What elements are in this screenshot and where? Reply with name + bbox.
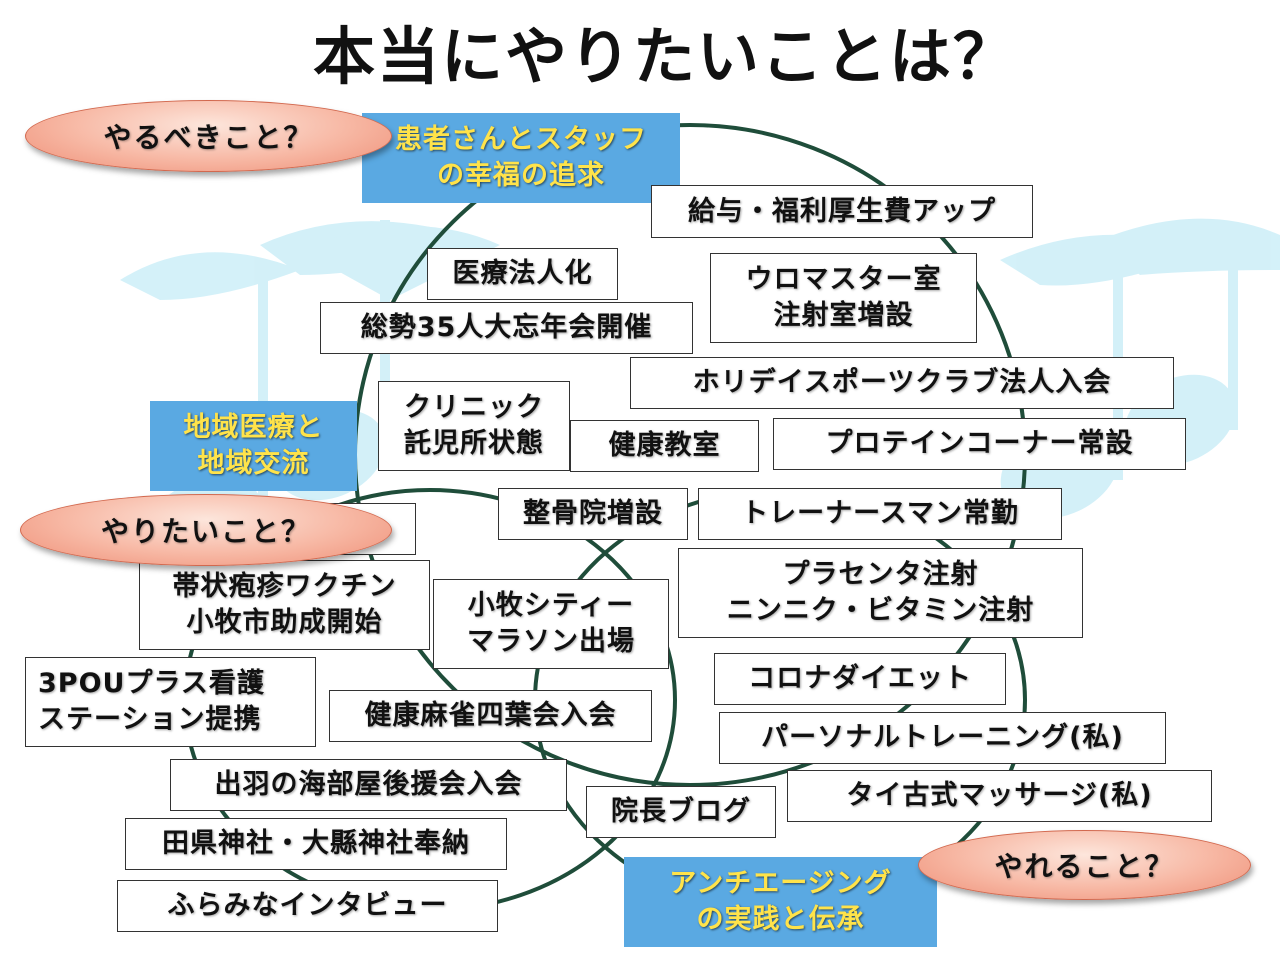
item-nursery: クリニック 託児所状態 <box>378 381 570 471</box>
item-uromaster: ウロマスター室 注射室増設 <box>710 253 977 343</box>
item-health-class: 健康教室 <box>570 420 759 472</box>
item-protein: プロテインコーナー常設 <box>773 418 1186 470</box>
item-personal-training: パーソナルトレーニング(私) <box>719 712 1166 764</box>
item-blog: 院長ブログ <box>586 786 776 838</box>
item-placenta: プラセンタ注射 ニンニク・ビタミン注射 <box>678 548 1083 638</box>
item-mahjong: 健康麻雀四葉会入会 <box>329 690 652 742</box>
goal-antiaging: アンチエージング の実践と伝承 <box>624 857 937 947</box>
item-bonesetter: 整骨院増設 <box>498 488 688 540</box>
item-sumo: 出羽の海部屋後援会入会 <box>170 759 567 811</box>
goal-happiness: 患者さんとスタッフ の幸福の追求 <box>362 113 680 203</box>
item-shingles: 帯状疱疹ワクチン 小牧市助成開始 <box>139 560 430 650</box>
item-salary: 給与・福利厚生費アップ <box>651 185 1033 238</box>
item-shrine: 田県神社・大縣神社奉納 <box>125 818 507 870</box>
item-medical-corp: 医療法人化 <box>427 248 618 300</box>
item-holiday-sports: ホリデイスポーツクラブ法人入会 <box>630 357 1174 409</box>
item-year-end-party: 総勢35人大忘年会開催 <box>320 302 693 354</box>
oval-should-do: やるべきこと？ <box>25 100 392 172</box>
item-thai-massage: タイ古式マッサージ(私) <box>787 770 1212 822</box>
page-title: 本当にやりたいことは？ <box>312 20 1017 93</box>
item-corona-diet: コロナダイエット <box>714 653 1006 705</box>
goal-community: 地域医療と 地域交流 <box>150 401 357 491</box>
oval-can-do: やれること？ <box>918 830 1251 900</box>
item-nursing-station: 3POUプラス看護 ステーション提携 <box>25 657 316 747</box>
item-trainer: トレーナースマン常勤 <box>698 488 1062 540</box>
oval-want-to-do: やりたいこと？ <box>20 494 392 566</box>
item-interview: ふらみなインタビュー <box>117 880 498 932</box>
item-marathon: 小牧シティー マラソン出場 <box>433 579 669 669</box>
